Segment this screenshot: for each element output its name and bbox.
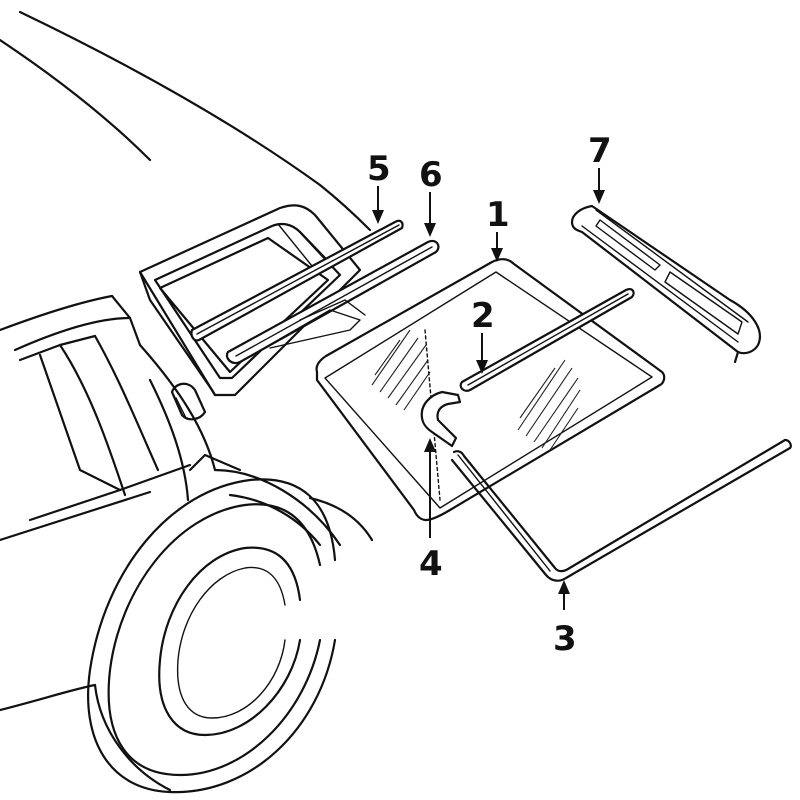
- leader-lines: [372, 168, 605, 610]
- vehicle-body: [0, 10, 374, 712]
- part-3-weatherstrip: [450, 438, 792, 582]
- callout-1: 1: [486, 195, 510, 235]
- part-4-corner: [420, 390, 462, 448]
- part-6-moulding: [225, 239, 440, 365]
- rear-wheel: [87, 478, 337, 794]
- callout-7: 7: [588, 131, 612, 171]
- callout-5: 5: [367, 149, 391, 189]
- callout-2: 2: [471, 296, 495, 336]
- part-2-strip: [459, 288, 635, 392]
- callout-6: 6: [419, 155, 443, 195]
- callout-3: 3: [553, 619, 577, 659]
- glass-reflection: [371, 329, 581, 451]
- callout-4: 4: [419, 544, 443, 584]
- part-7-trim: [570, 204, 761, 364]
- part-5-moulding: [190, 219, 404, 342]
- callout-numbers: 1 2 3 4 5 6 7: [367, 131, 612, 659]
